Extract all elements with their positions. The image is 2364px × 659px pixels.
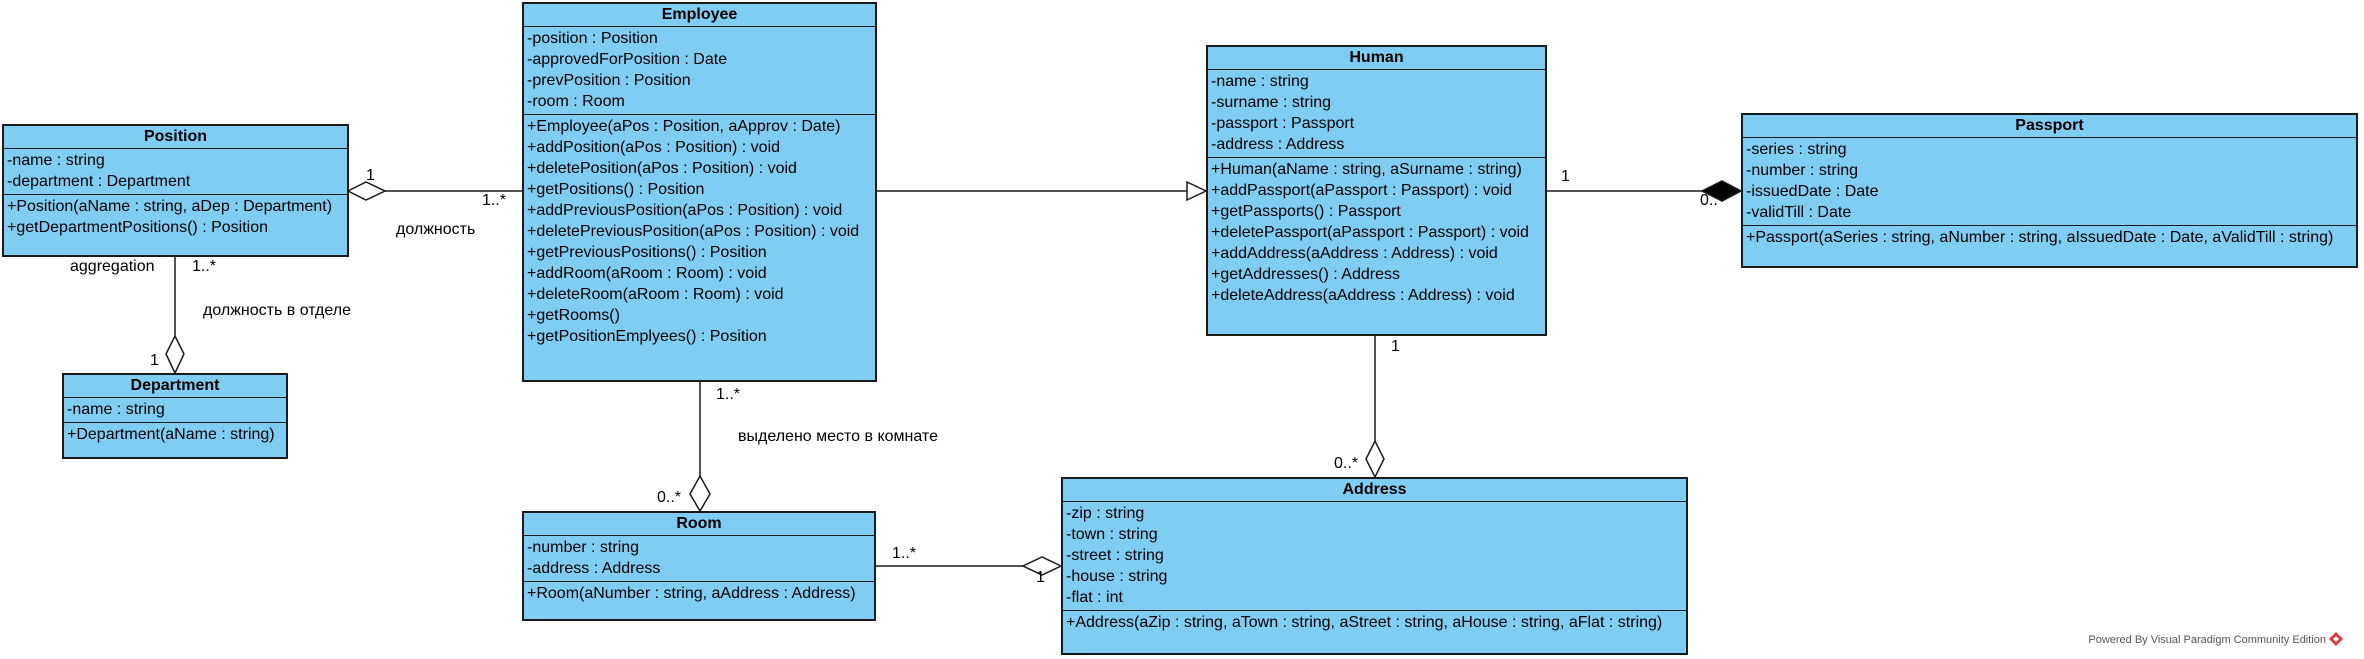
multiplicity-label: 1 [366,167,375,184]
operation: +getPassports() : Passport [1211,203,1401,220]
multiplicity-label: 1..* [482,192,507,209]
operation: +getAddresses() : Address [1211,266,1400,283]
association-name-label: должность [396,221,476,238]
multiplicity-label: 1 [1561,168,1570,185]
operation: +getDepartmentPositions() : Position [7,219,269,236]
attribute: -number : string [1746,162,1859,179]
operation: +deletePosition(aPos : Position) : void [527,160,797,177]
operation: +deletePreviousPosition(aPos : Position)… [527,223,860,240]
powered-by-footer: Powered By Visual Paradigm Community Edi… [2088,634,2326,646]
attribute: -name : string [7,152,105,169]
attribute: -issuedDate : Date [1746,183,1879,200]
operation: +addRoom(aRoom : Room) : void [527,265,767,282]
multiplicity-label: 0..* [1334,455,1359,472]
role-label: должность в отделе [203,302,351,319]
multiplicity-label: 1..* [716,386,741,403]
attribute: -surname : string [1211,94,1332,111]
attribute: -address : Address [527,560,661,577]
class-human[interactable]: Human -name : string -surname : string -… [1206,45,1547,336]
class-position[interactable]: Position -name : string -department : De… [2,124,349,257]
operation: +addAddress(aAddress : Address) : void [1211,245,1498,262]
aggregation-diamond-address-left [1021,556,1063,576]
operation: +Address(aZip : string, aTown : string, … [1066,614,1663,631]
operations-compartment: +Address(aZip : string, aTown : string, … [1063,611,1686,635]
multiplicity-label: 0.. [1700,192,1718,209]
operations-compartment: +Passport(aSeries : string, aNumber : st… [1743,226,2356,250]
attributes-compartment: -number : string -address : Address [524,536,874,582]
attribute: -series : string [1746,141,1847,158]
aggregation-diamond-room [689,474,711,513]
class-title: Department [64,375,286,398]
class-employee[interactable]: Employee -position : Position -approvedF… [522,2,877,382]
multiplicity-label: 1 [150,352,159,369]
attributes-compartment: -series : string -number : string -issue… [1743,138,2356,226]
visual-paradigm-logo-icon [2329,632,2343,646]
attribute: -number : string [527,539,640,556]
attribute: -zip : string [1066,505,1145,522]
operation: +Human(aName : string, aSurname : string… [1211,161,1522,178]
operation: +Position(aName : string, aDep : Departm… [7,198,333,215]
operation: +deleteRoom(aRoom : Room) : void [527,286,784,303]
multiplicity-label: 1..* [892,545,917,562]
attribute: -name : string [1211,73,1309,90]
attribute: -room : Room [527,93,625,110]
attribute: -passport : Passport [1211,115,1355,132]
attribute: -town : string [1066,526,1158,543]
operation: +Department(aName : string) [67,426,275,443]
operation: +deletePassport(aPassport : Passport) : … [1211,224,1529,241]
operation: +addPassport(aPassport : Passport) : voi… [1211,182,1513,199]
operations-compartment: +Human(aName : string, aSurname : string… [1208,158,1545,308]
operation: +Passport(aSeries : string, aNumber : st… [1746,229,2334,246]
attribute: -house : string [1066,568,1168,585]
attribute: -flat : int [1066,589,1123,606]
operation: +Room(aNumber : string, aAddress : Addre… [527,585,856,602]
operations-compartment: +Room(aNumber : string, aAddress : Addre… [524,582,874,606]
aggregation-diamond-position [346,181,387,201]
operation: +getPreviousPositions() : Position [527,244,767,261]
generalization-arrow [1186,180,1208,202]
aggregation-diamond-department [165,334,185,375]
multiplicity-label: 1 [1391,338,1400,355]
attribute: -position : Position [527,30,658,47]
class-title: Room [524,513,874,536]
operation: +getPositionEmplyees() : Position [527,328,767,345]
class-address[interactable]: Address -zip : string -town : string -st… [1061,477,1688,655]
attribute: -prevPosition : Position [527,72,691,89]
association-name-label: выделено место в комнате [738,428,938,445]
operations-compartment: +Position(aName : string, aDep : Departm… [4,195,347,240]
attribute: -address : Address [1211,136,1345,153]
attributes-compartment: -zip : string -town : string -street : s… [1063,502,1686,611]
operation: +getPositions() : Position [527,181,705,198]
association-name-label: aggregation [70,258,155,275]
class-title: Human [1208,47,1545,70]
attributes-compartment: -position : Position -approvedForPositio… [524,27,875,115]
operation: +Employee(aPos : Position, aApprov : Dat… [527,118,841,135]
aggregation-diamond-address-top [1365,439,1385,479]
attribute: -approvedForPosition : Date [527,51,728,68]
class-passport[interactable]: Passport -series : string -number : stri… [1741,113,2358,268]
operation: +addPreviousPosition(aPos : Position) : … [527,202,843,219]
multiplicity-label: 1..* [192,258,217,275]
class-room[interactable]: Room -number : string -address : Address… [522,511,876,621]
operation: +addPosition(aPos : Position) : void [527,139,781,156]
multiplicity-label: 0..* [657,489,682,506]
attribute: -name : string [67,401,165,418]
attributes-compartment: -name : string -department : Department [4,149,347,195]
class-title: Address [1063,479,1686,502]
operation: +deleteAddress(aAddress : Address) : voi… [1211,287,1515,304]
class-department[interactable]: Department -name : string +Department(aN… [62,373,288,459]
attribute: -department : Department [7,173,191,190]
class-title: Position [4,126,347,149]
operations-compartment: +Employee(aPos : Position, aApprov : Dat… [524,115,875,349]
class-title: Employee [524,4,875,27]
class-title: Passport [1743,115,2356,138]
attributes-compartment: -name : string -surname : string -passpo… [1208,70,1545,158]
operation: +getRooms() [527,307,620,324]
operations-compartment: +Department(aName : string) [64,423,286,447]
attribute: -street : string [1066,547,1164,564]
attributes-compartment: -name : string [64,398,286,423]
multiplicity-label: 1 [1036,569,1045,586]
attribute: -validTill : Date [1746,204,1852,221]
